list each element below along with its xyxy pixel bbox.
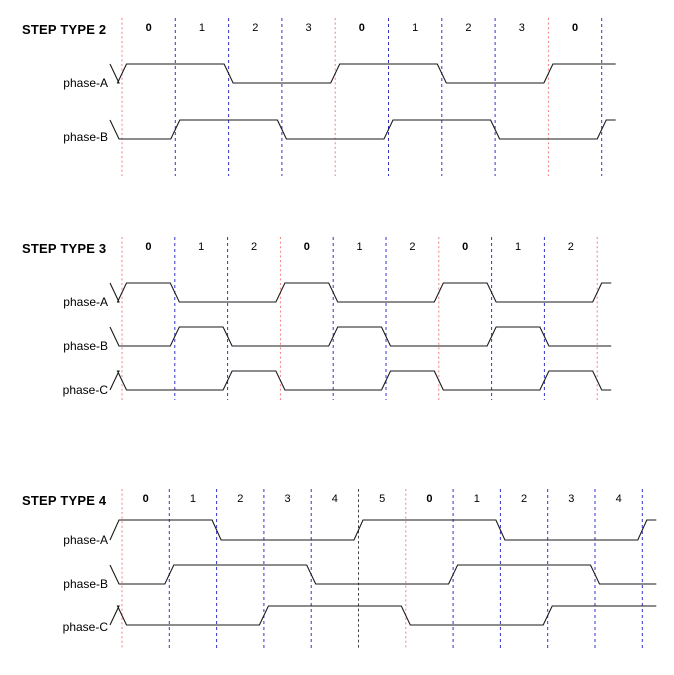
step-number: 2 (237, 493, 244, 505)
waveform-step-type-2-phase-B (109, 119, 616, 140)
step-number: 3 (568, 493, 575, 505)
step-number: 1 (356, 241, 363, 253)
signal-label-phase-B: phase-B (63, 577, 108, 591)
step-number: 0 (303, 241, 310, 253)
step-number: 3 (518, 22, 525, 34)
step-number: 1 (198, 241, 205, 253)
step-number: 1 (198, 22, 205, 34)
step-number: 2 (409, 241, 416, 253)
waveform-step-type-4-phase-C (109, 605, 657, 626)
step-number: 4 (331, 493, 338, 505)
waveform-step-type-2-phase-A (109, 63, 616, 84)
signal-label-phase-A: phase-A (63, 76, 108, 90)
step-number: 2 (465, 22, 472, 34)
step-number: 1 (412, 22, 419, 34)
step-number: 1 (473, 493, 480, 505)
step-number: 0 (142, 493, 149, 505)
waveform-step-type-4-phase-B (109, 564, 657, 585)
step-number: 3 (284, 493, 291, 505)
waveform-step-type-3-phase-B (109, 326, 612, 347)
step-number: 0 (462, 241, 469, 253)
waveform-step-type-4-phase-A (109, 519, 657, 541)
step-number: 3 (305, 22, 312, 34)
step-number: 0 (426, 493, 433, 505)
block-title-step-type-2: STEP TYPE 2 (22, 22, 107, 37)
signal-label-phase-B: phase-B (63, 339, 108, 353)
step-number: 4 (615, 493, 622, 505)
step-number: 0 (145, 241, 152, 253)
signal-label-phase-C: phase-C (62, 620, 108, 634)
signal-label-phase-C: phase-C (62, 383, 108, 397)
step-number: 1 (189, 493, 196, 505)
step-number: 0 (358, 22, 365, 34)
waveform-step-type-3-phase-A (109, 282, 612, 303)
step-number: 0 (145, 22, 152, 34)
block-title-step-type-4: STEP TYPE 4 (22, 493, 107, 508)
step-number: 1 (514, 241, 522, 253)
step-number: 0 (571, 22, 579, 34)
signal-label-phase-B: phase-B (63, 130, 108, 144)
signal-label-phase-A: phase-A (63, 295, 108, 309)
step-number: 2 (252, 22, 259, 34)
step-number: 2 (520, 493, 528, 505)
step-number: 5 (379, 493, 386, 505)
signal-label-phase-A: phase-A (63, 533, 108, 547)
step-number: 2 (567, 241, 574, 253)
step-number: 2 (250, 241, 258, 253)
waveform-step-type-3-phase-C (109, 370, 612, 391)
block-title-step-type-3: STEP TYPE 3 (22, 241, 107, 256)
